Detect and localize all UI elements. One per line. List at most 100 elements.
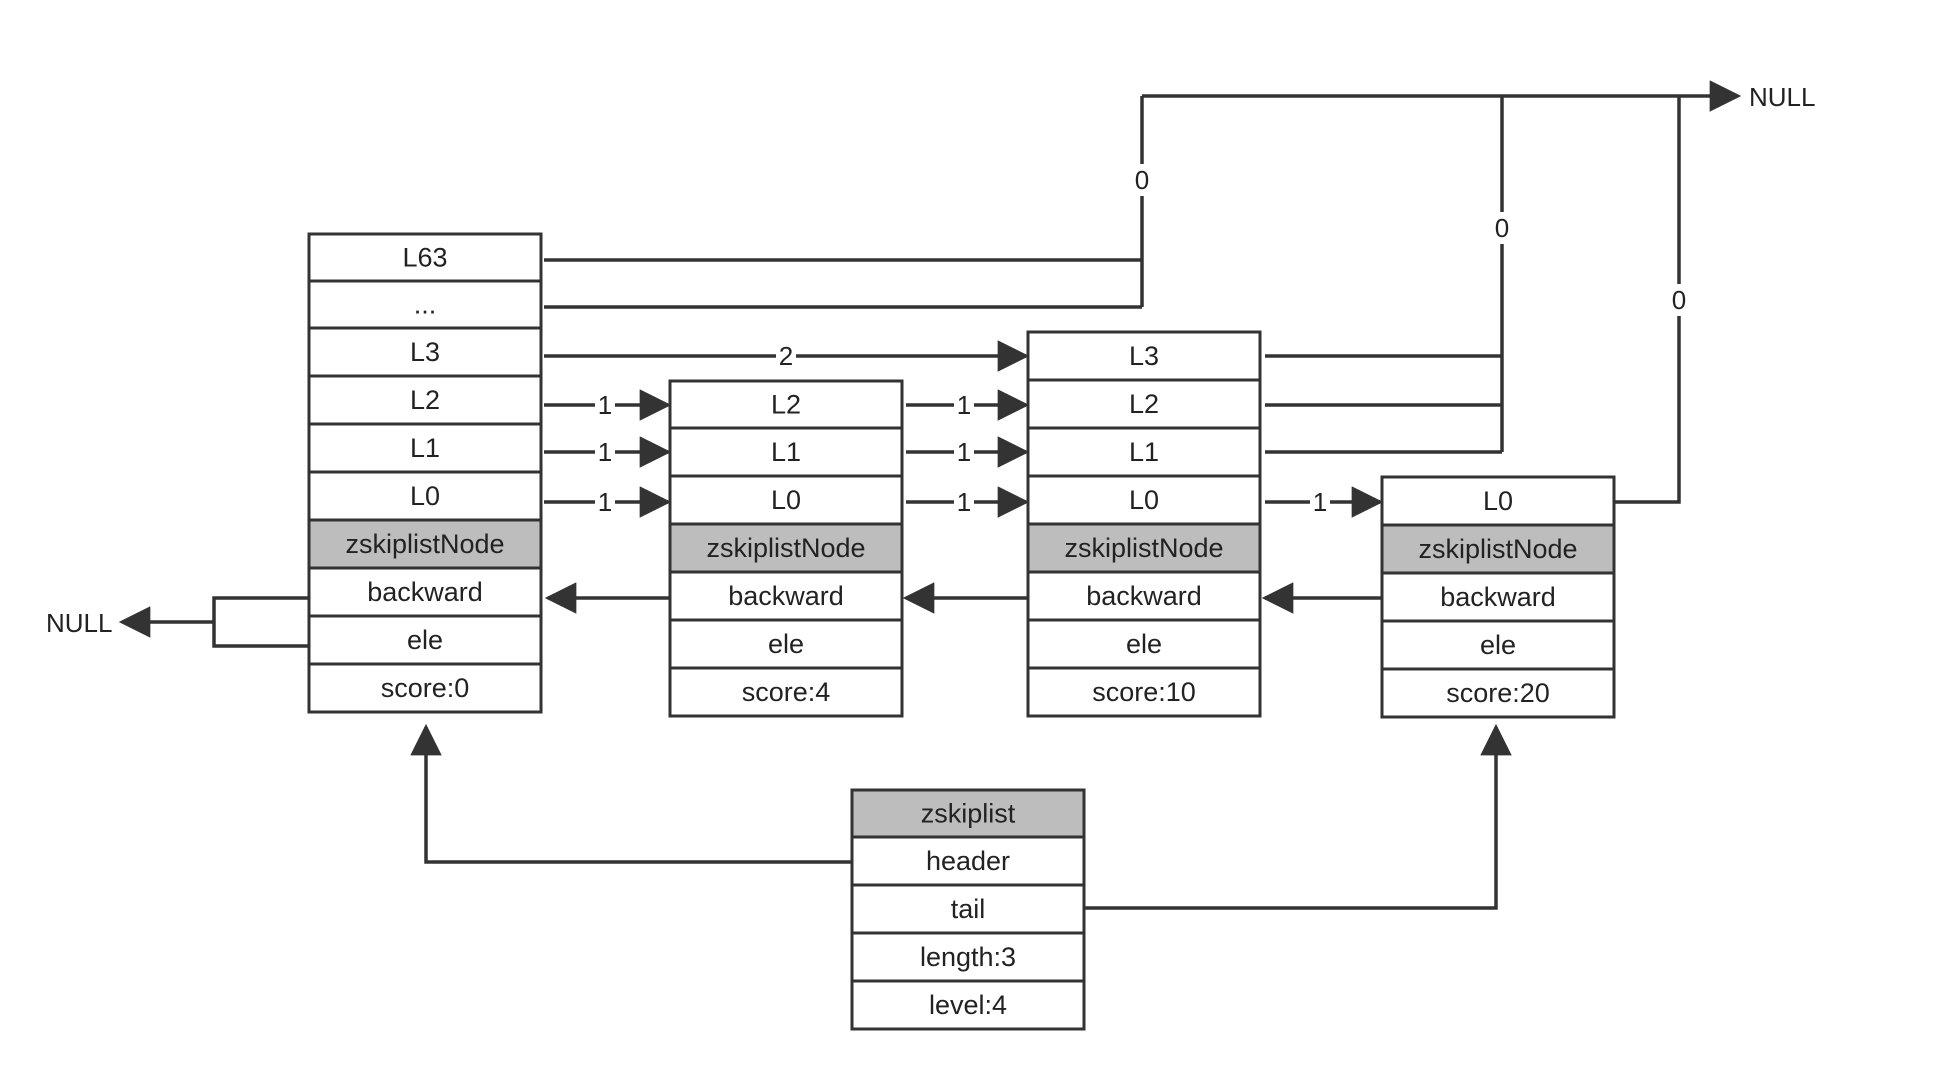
edge-span-label: 0 xyxy=(1135,165,1149,195)
node-cell xyxy=(1380,571,1616,623)
zskiplist-struct: zskiplist header tail length:3 level:4 xyxy=(850,788,1086,1031)
node-cell-label: backward xyxy=(367,577,483,607)
node-cell-label: ele xyxy=(768,629,804,659)
node-cell-label: tail xyxy=(951,894,986,924)
edge-span-label: 1 xyxy=(598,390,612,420)
n0-backward-bracket xyxy=(212,596,309,648)
node-cell xyxy=(307,614,543,666)
node-cell xyxy=(307,326,543,378)
edge-label-background xyxy=(595,436,615,468)
node-cell xyxy=(668,522,904,574)
node-cell-label: header xyxy=(926,846,1010,876)
node-cell-label: L0 xyxy=(771,485,801,515)
edge-span-label: 1 xyxy=(598,437,612,467)
null-right-label: NULL xyxy=(1749,82,1815,112)
node-cell-label: ele xyxy=(1480,630,1516,660)
node-cell xyxy=(1380,667,1616,719)
edge-label-background xyxy=(1492,212,1512,244)
node-cell xyxy=(1026,522,1262,574)
node-cell-label: L63 xyxy=(402,243,447,273)
node-cell-label: zskiplistNode xyxy=(706,533,865,563)
node-cell-label: L0 xyxy=(1483,486,1513,516)
null-left-label: NULL xyxy=(46,608,112,638)
edge-span-label: 1 xyxy=(957,487,971,517)
list-tail-pointer xyxy=(1082,723,1512,910)
node-cell xyxy=(307,422,543,474)
edge-label-background xyxy=(1132,164,1152,196)
node-cell xyxy=(850,835,1086,887)
node-cell xyxy=(850,979,1086,1031)
node-cell xyxy=(1026,570,1262,622)
edge-label-background xyxy=(954,486,974,518)
node-cell-label: score:20 xyxy=(1446,678,1550,708)
node-cell-label: ... xyxy=(414,290,437,320)
n3-l0-link xyxy=(1614,96,1681,504)
edge-span-label: 1 xyxy=(598,487,612,517)
edge-span-label: 1 xyxy=(957,390,971,420)
edge-labels: 0 0 0 2 1 1 1 1 1 1 1 xyxy=(595,164,1689,518)
node-cell-label: zskiplistNode xyxy=(345,529,504,559)
edge-span-label: 2 xyxy=(779,341,793,371)
node-cell xyxy=(1026,330,1262,382)
node-cell xyxy=(307,566,543,618)
node-cell-label: L0 xyxy=(410,481,440,511)
node-cell-label: level:4 xyxy=(929,990,1007,1020)
node-cell-label: backward xyxy=(1086,581,1202,611)
node-cell xyxy=(668,666,904,718)
edge-label-background xyxy=(595,486,615,518)
node-cell xyxy=(668,570,904,622)
list-header-pointer xyxy=(410,723,852,864)
edge-label-background xyxy=(776,340,796,372)
node-cell-label: L2 xyxy=(410,385,440,415)
node-cell xyxy=(307,374,543,426)
node-cell-label: L1 xyxy=(771,437,801,467)
node-cell-label: L1 xyxy=(1129,437,1159,467)
node-cell-label: score:4 xyxy=(742,677,831,707)
edge-label-background xyxy=(1669,284,1689,316)
node-cell xyxy=(1380,523,1616,575)
node-cell-label: score:0 xyxy=(381,673,470,703)
node-cell-label: zskiplist xyxy=(921,799,1016,829)
node-cell-label: ele xyxy=(407,625,443,655)
node-cell-label: ele xyxy=(1126,629,1162,659)
node-cell xyxy=(307,662,543,714)
edge-label-background xyxy=(1310,486,1330,518)
node-cell xyxy=(1026,474,1262,526)
node-cell xyxy=(1380,619,1616,671)
node-cell xyxy=(850,788,1086,839)
node-cell xyxy=(1026,666,1262,718)
edge-span-label: 1 xyxy=(957,437,971,467)
node-cell-label: L2 xyxy=(771,390,801,420)
edge-label-background xyxy=(954,436,974,468)
node-cell-label: L0 xyxy=(1129,485,1159,515)
edge-label-background xyxy=(954,389,974,421)
node-cell-label: score:10 xyxy=(1092,677,1196,707)
node-cell-label: backward xyxy=(728,581,844,611)
edge-span-label: 0 xyxy=(1495,213,1509,243)
node-cell-label: L2 xyxy=(1129,389,1159,419)
node-cell-label: backward xyxy=(1440,582,1556,612)
node-cell xyxy=(850,883,1086,935)
node-cell-label: zskiplistNode xyxy=(1064,533,1223,563)
node-cell xyxy=(668,379,904,430)
node-cell xyxy=(668,618,904,670)
node-cell xyxy=(668,426,904,478)
node-cell-label: L1 xyxy=(410,433,440,463)
node-cell-label: length:3 xyxy=(920,942,1016,972)
node-cell-label: L3 xyxy=(1129,341,1159,371)
edge-span-label: 0 xyxy=(1672,285,1686,315)
node-cell xyxy=(307,518,543,570)
edge-label-background xyxy=(595,389,615,421)
node-cell xyxy=(307,470,543,522)
node-cell xyxy=(307,279,543,330)
node-cell xyxy=(1026,618,1262,670)
node-cell-label: L3 xyxy=(410,337,440,367)
edge-span-label: 1 xyxy=(1313,487,1327,517)
node-cell xyxy=(1026,426,1262,478)
